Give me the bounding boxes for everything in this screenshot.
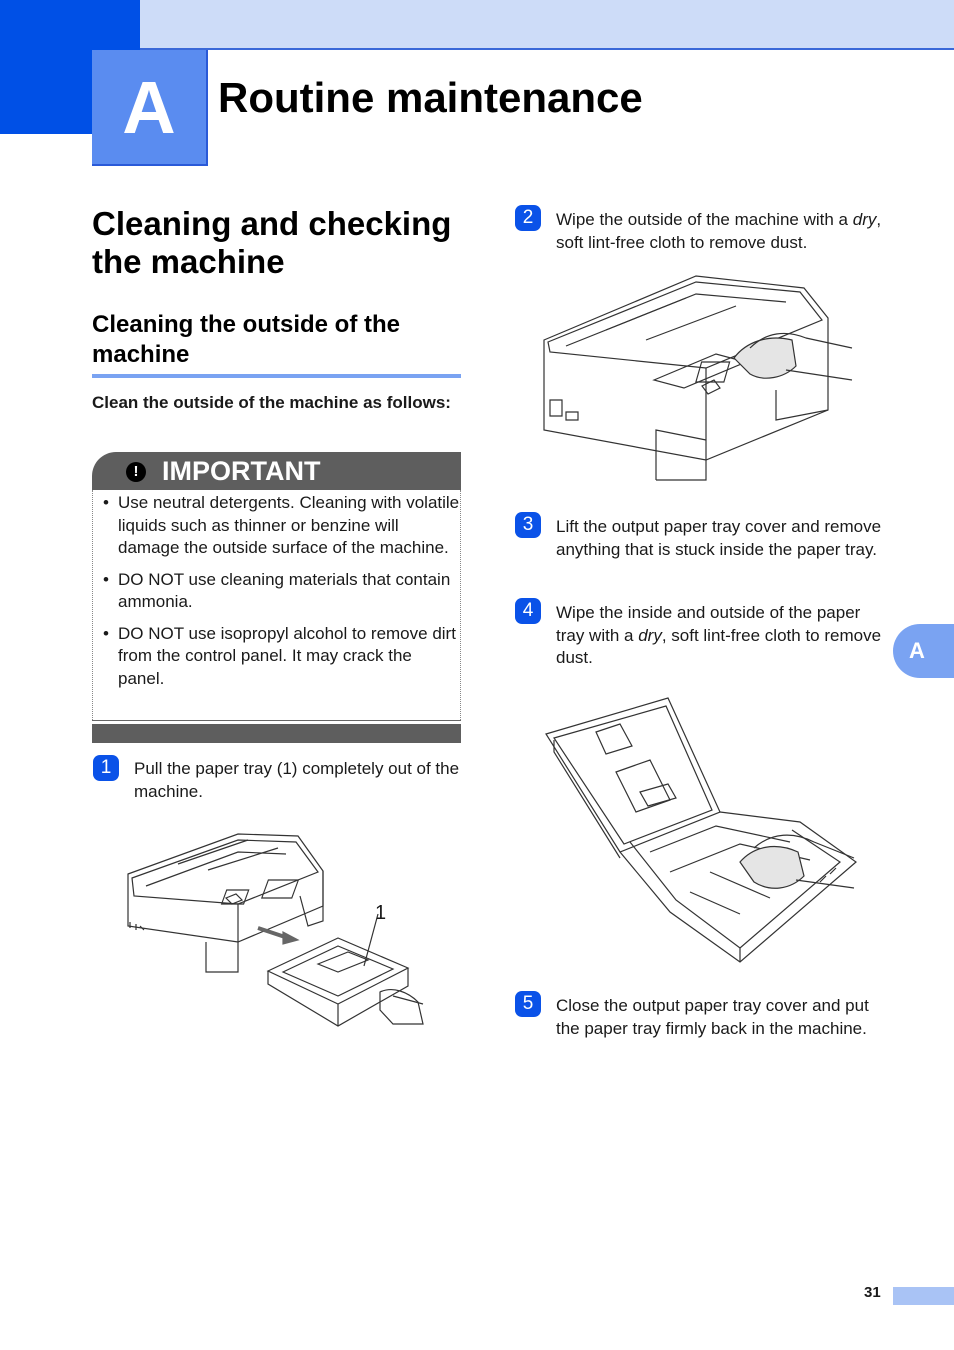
important-box	[92, 490, 461, 720]
wipe-machine-illustration	[543, 275, 853, 481]
step-text: Pull the paper tray (1) completely out o…	[134, 759, 460, 801]
important-item: DO NOT use isopropyl alcohol to remove d…	[100, 623, 460, 691]
subsection-rule	[92, 374, 461, 378]
page-tab	[893, 1287, 954, 1305]
page-number: 31	[864, 1284, 881, 1301]
step-number: 5	[515, 991, 541, 1017]
step-number: 4	[515, 598, 541, 624]
step-text: Close the output paper tray cover and pu…	[556, 996, 869, 1038]
step-text: Wipe the outside of the machine with a d…	[556, 210, 882, 252]
header-band-rule	[140, 48, 954, 50]
important-footer	[92, 724, 461, 743]
chapter-letter-box: A	[92, 50, 208, 166]
important-item: DO NOT use cleaning materials that conta…	[100, 569, 460, 614]
subsection-title: Cleaning the outside of the machine	[92, 311, 401, 368]
important-footer-rule	[92, 720, 461, 721]
intro-text: Clean the outside of the machine as foll…	[92, 393, 451, 412]
header-band	[140, 0, 954, 48]
important-list: Use neutral detergents. Cleaning with vo…	[100, 492, 460, 699]
printer-tray-illustration	[127, 833, 424, 1027]
chapter-side-tab[interactable]: A	[893, 624, 954, 678]
step-emphasis: dry	[638, 625, 662, 645]
step-text: Wipe the inside and outside of the paper…	[556, 603, 882, 667]
step-emphasis: dry	[852, 210, 877, 229]
exclamation-icon: !	[126, 462, 146, 482]
step-number: 3	[515, 512, 541, 538]
step-number: 1	[93, 755, 119, 781]
important-header: ! IMPORTANT	[92, 452, 461, 490]
step-text: Lift the output paper tray cover and rem…	[556, 517, 882, 559]
wipe-tray-illustration	[545, 697, 857, 963]
important-title: IMPORTANT	[162, 456, 321, 486]
section-title: Cleaning and checking the machine	[92, 205, 452, 280]
important-item: Use neutral detergents. Cleaning with vo…	[100, 492, 460, 560]
step-number: 2	[515, 205, 541, 231]
figure-callout: 1	[375, 902, 387, 924]
chapter-title: Routine maintenance	[218, 74, 643, 121]
